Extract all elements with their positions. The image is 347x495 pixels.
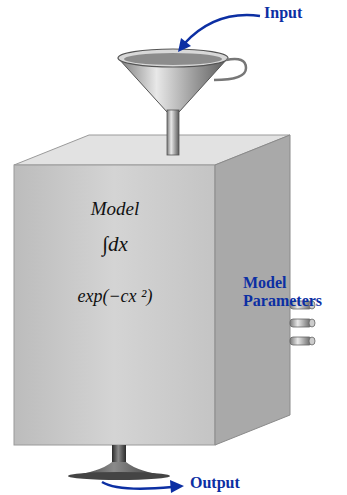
model-box: Model ∫dx exp(−cx ²) — [24, 190, 206, 435]
box-front — [14, 165, 215, 445]
callout-label: Input — [264, 4, 302, 22]
input-arrow — [184, 15, 260, 44]
output-arrow — [102, 482, 172, 489]
model-text: Model — [91, 198, 140, 220]
callout-label: Output — [190, 474, 240, 492]
funnel-spout — [167, 110, 179, 155]
output-arrowhead — [170, 480, 184, 493]
callout-label: Model Parameters — [243, 274, 343, 311]
model-text: exp(−cx ²) — [78, 286, 153, 307]
input-arrowhead — [178, 38, 191, 52]
model-text: ∫dx — [102, 232, 128, 257]
funnel-handle — [214, 59, 246, 80]
output-bell-rim — [68, 472, 170, 480]
funnel-inside — [124, 53, 222, 65]
funnel-rim — [118, 49, 228, 67]
